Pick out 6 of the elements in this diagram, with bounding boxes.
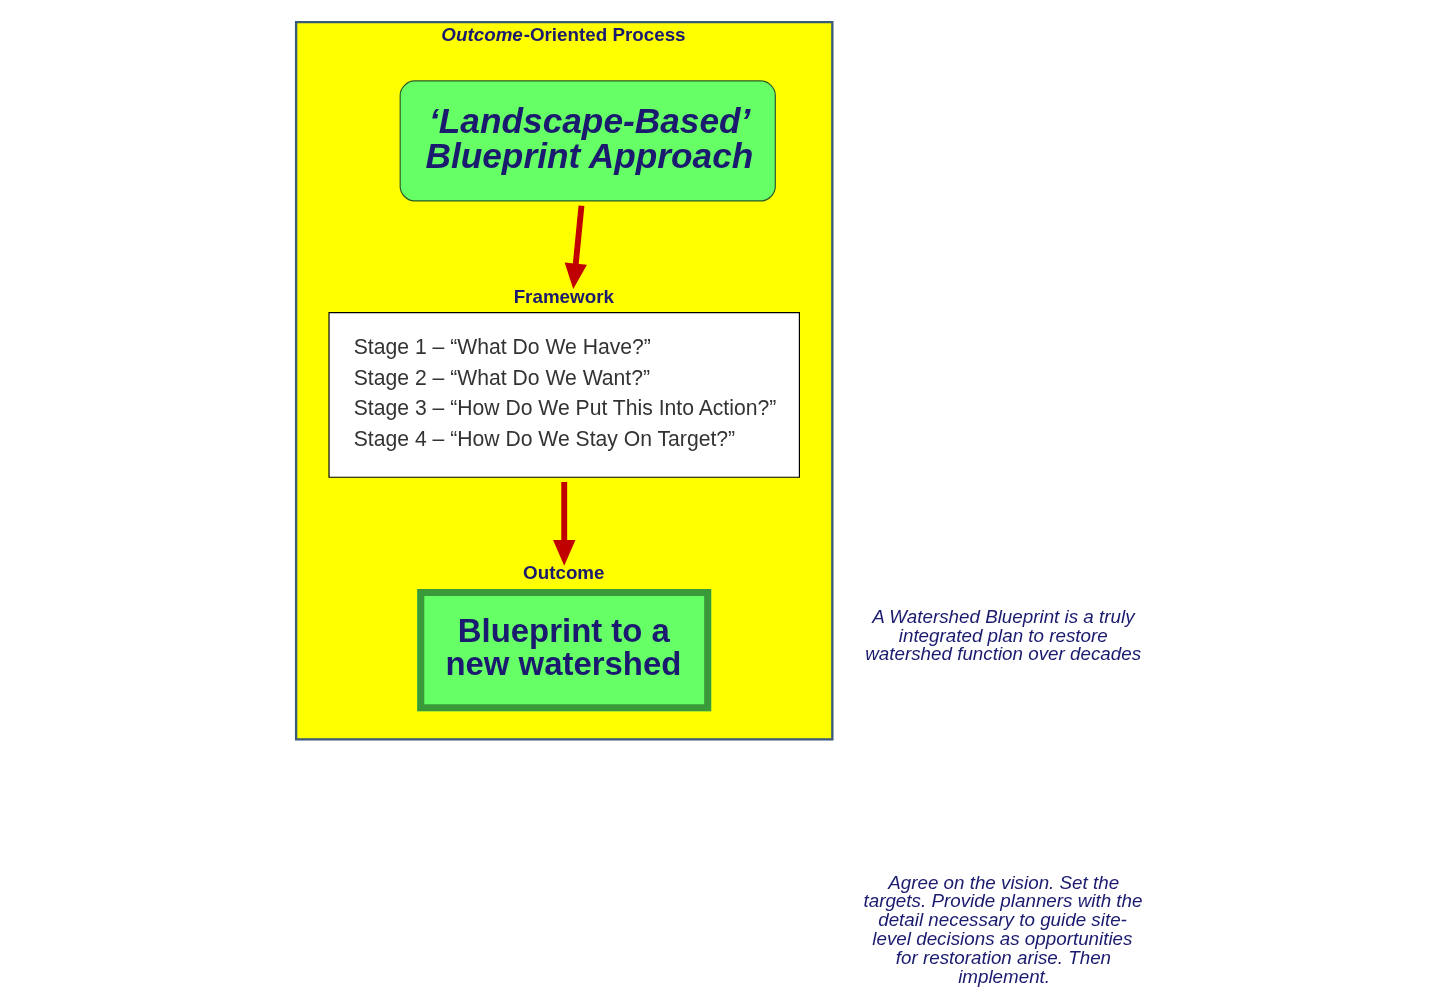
arrow — [564, 205, 587, 290]
label: Agree on the vision. Set the targets. Provide planners with the detail necessary to guide site-level decisions as opportunities for restoration arise. Then implement. — [862, 871, 1142, 987]
label: A Watershed Blueprint is a truly integrated plan to restore watershed function over decades — [864, 605, 1141, 665]
arrow — [552, 482, 575, 566]
node-label: Framework — [513, 285, 614, 307]
node-label: Outcome — [522, 562, 605, 584]
